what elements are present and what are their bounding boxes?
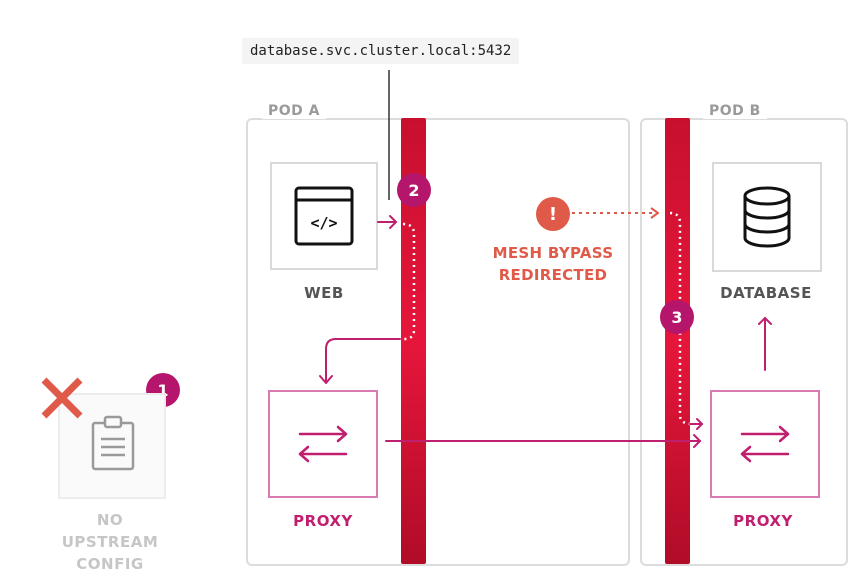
swap-arrows-icon (298, 425, 348, 463)
pod-b-proxy-box[interactable] (710, 390, 820, 498)
warning-line-1: MESH BYPASS (492, 244, 614, 262)
pod-a-title: POD A (262, 103, 326, 119)
mesh-bypass-warning: MESH BYPASS REDIRECTED (460, 242, 646, 286)
no-upstream-config-label: NO UPSTREAM CONFIG (50, 509, 170, 575)
no-config-line-2: UPSTREAM (61, 533, 159, 551)
database-icon (743, 186, 791, 248)
web-service-box[interactable]: </> (270, 162, 378, 270)
svg-text:</>: </> (310, 214, 337, 232)
code-window-icon: </> (294, 186, 354, 246)
database-service-box[interactable] (712, 162, 822, 272)
pod-b-title: POD B (703, 103, 767, 119)
step-2-badge: 2 (397, 173, 431, 207)
cross-icon (41, 377, 83, 419)
clipboard-icon (91, 415, 135, 471)
pod-b-proxy-label: PROXY (733, 512, 793, 530)
warning-line-2: REDIRECTED (498, 266, 608, 284)
pod-b-mesh-bar (665, 118, 690, 564)
swap-arrows-icon (740, 425, 790, 463)
web-label: WEB (304, 284, 344, 302)
pod-a-proxy-label: PROXY (293, 512, 353, 530)
pod-a-proxy-box[interactable] (268, 390, 378, 498)
database-label: DATABASE (720, 284, 812, 302)
no-config-line-3: CONFIG (76, 555, 144, 573)
no-config-line-1: NO (96, 511, 124, 529)
step-3-badge: 3 (660, 300, 694, 334)
warning-icon: ! (536, 197, 570, 231)
dns-address-label: database.svc.cluster.local:5432 (242, 38, 520, 64)
